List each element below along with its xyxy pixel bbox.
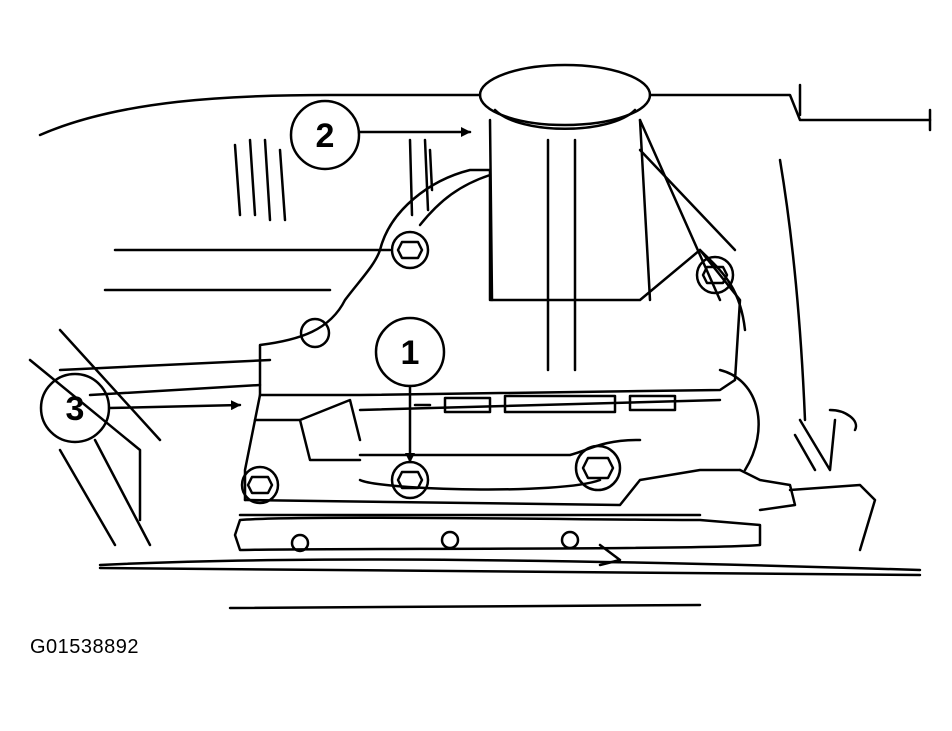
figure-id-label: G01538892 (30, 636, 140, 658)
transmission-pan (233, 516, 762, 552)
callout-label-2: 2 (316, 117, 335, 155)
callout-3 (39, 372, 242, 444)
bolt-head (390, 230, 430, 270)
slot-3 (628, 394, 677, 412)
transmission-housing (258, 168, 742, 397)
frame-line-right-top (648, 93, 932, 122)
bolt-head (240, 465, 280, 505)
slot-2 (503, 394, 617, 414)
bolt-head (695, 255, 735, 295)
floor-line (98, 558, 922, 572)
bolt-head (299, 317, 331, 349)
slot-1 (443, 396, 492, 414)
bolt-head (574, 444, 622, 492)
callout-2 (289, 99, 472, 171)
shift-boot (478, 63, 652, 127)
callout-label-1: 1 (401, 334, 420, 372)
bolt-head (390, 460, 430, 500)
callout-label-3: 3 (66, 390, 85, 428)
frame-line-top (38, 93, 482, 137)
callout-1 (374, 316, 446, 464)
